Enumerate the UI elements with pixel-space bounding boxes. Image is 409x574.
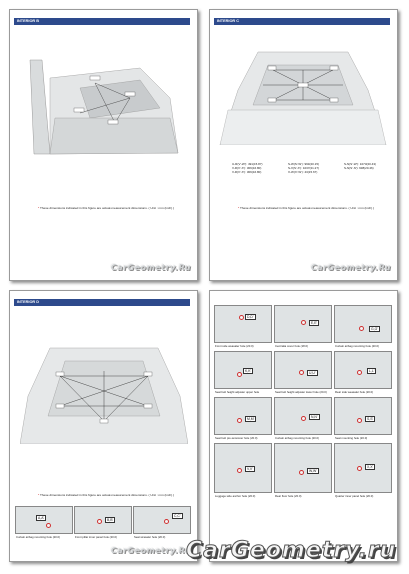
measurements-column-3: S-N(S'-W'): 1073(20.43) S-N(S'-N'): 938(… [344, 162, 376, 171]
photo-cell: A,A' [15, 506, 73, 534]
watermark: CarGeometry.Ru [110, 546, 191, 555]
photo-cell: C,C' [133, 506, 191, 534]
photo-cell: S,S' [334, 397, 392, 435]
photo-cell: W,W' [274, 443, 332, 493]
photo-cell: G,G' [334, 305, 392, 343]
big-watermark: CarGeometry.ru [185, 538, 397, 564]
measurement-note: * These dimensions indicated in this fig… [38, 493, 175, 497]
measurement-note: * These dimensions indicated in this fig… [238, 206, 375, 210]
measurements-column-2: S-W(S'-W'): 993(20.15) S-X(S'-X'): 1037(… [288, 162, 319, 175]
watermark: CarGeometry.Ru [110, 263, 191, 272]
photo-cell: K,K' [214, 351, 272, 389]
interior-b-figure [20, 58, 188, 158]
photo-cell: V,V' [214, 443, 272, 493]
measurement-note: * These dimensions indicated in this fig… [38, 206, 175, 210]
photo-cell: U,U' [274, 351, 332, 389]
photo-cell: E,E' [274, 305, 332, 343]
photo-cell: X,X' [334, 443, 392, 493]
page-interior-b: INTERIOR B * These dimensions indicated … [9, 9, 198, 281]
watermark: CarGeometry.Ru [310, 263, 391, 272]
photo-cell: D,D' [214, 305, 272, 343]
photo-cell: M,M' [214, 397, 272, 435]
interior-c-figure [218, 50, 388, 145]
photo-cell: N,N' [274, 397, 332, 435]
page-interior-d: INTERIOR D * These dimensions indicated … [9, 290, 198, 562]
page-photo-grid: D,D' E,E' G,G' Front side weasaler hole … [209, 290, 398, 562]
page-header: INTERIOR B [14, 18, 190, 25]
measurements-column-1: U-R(V'-W'): 491(15.87) V-R(V'-X'): 309(1… [232, 162, 263, 175]
page-header: INTERIOR C [214, 18, 390, 25]
interior-d-figure [20, 346, 188, 444]
photo-cell: B,B' [74, 506, 132, 534]
page-interior-c: INTERIOR C U-R(V'-W'): 491(15.87) V-R(V'… [209, 9, 398, 281]
photo-cell: L,L' [334, 351, 392, 389]
page-header: INTERIOR D [14, 299, 190, 306]
